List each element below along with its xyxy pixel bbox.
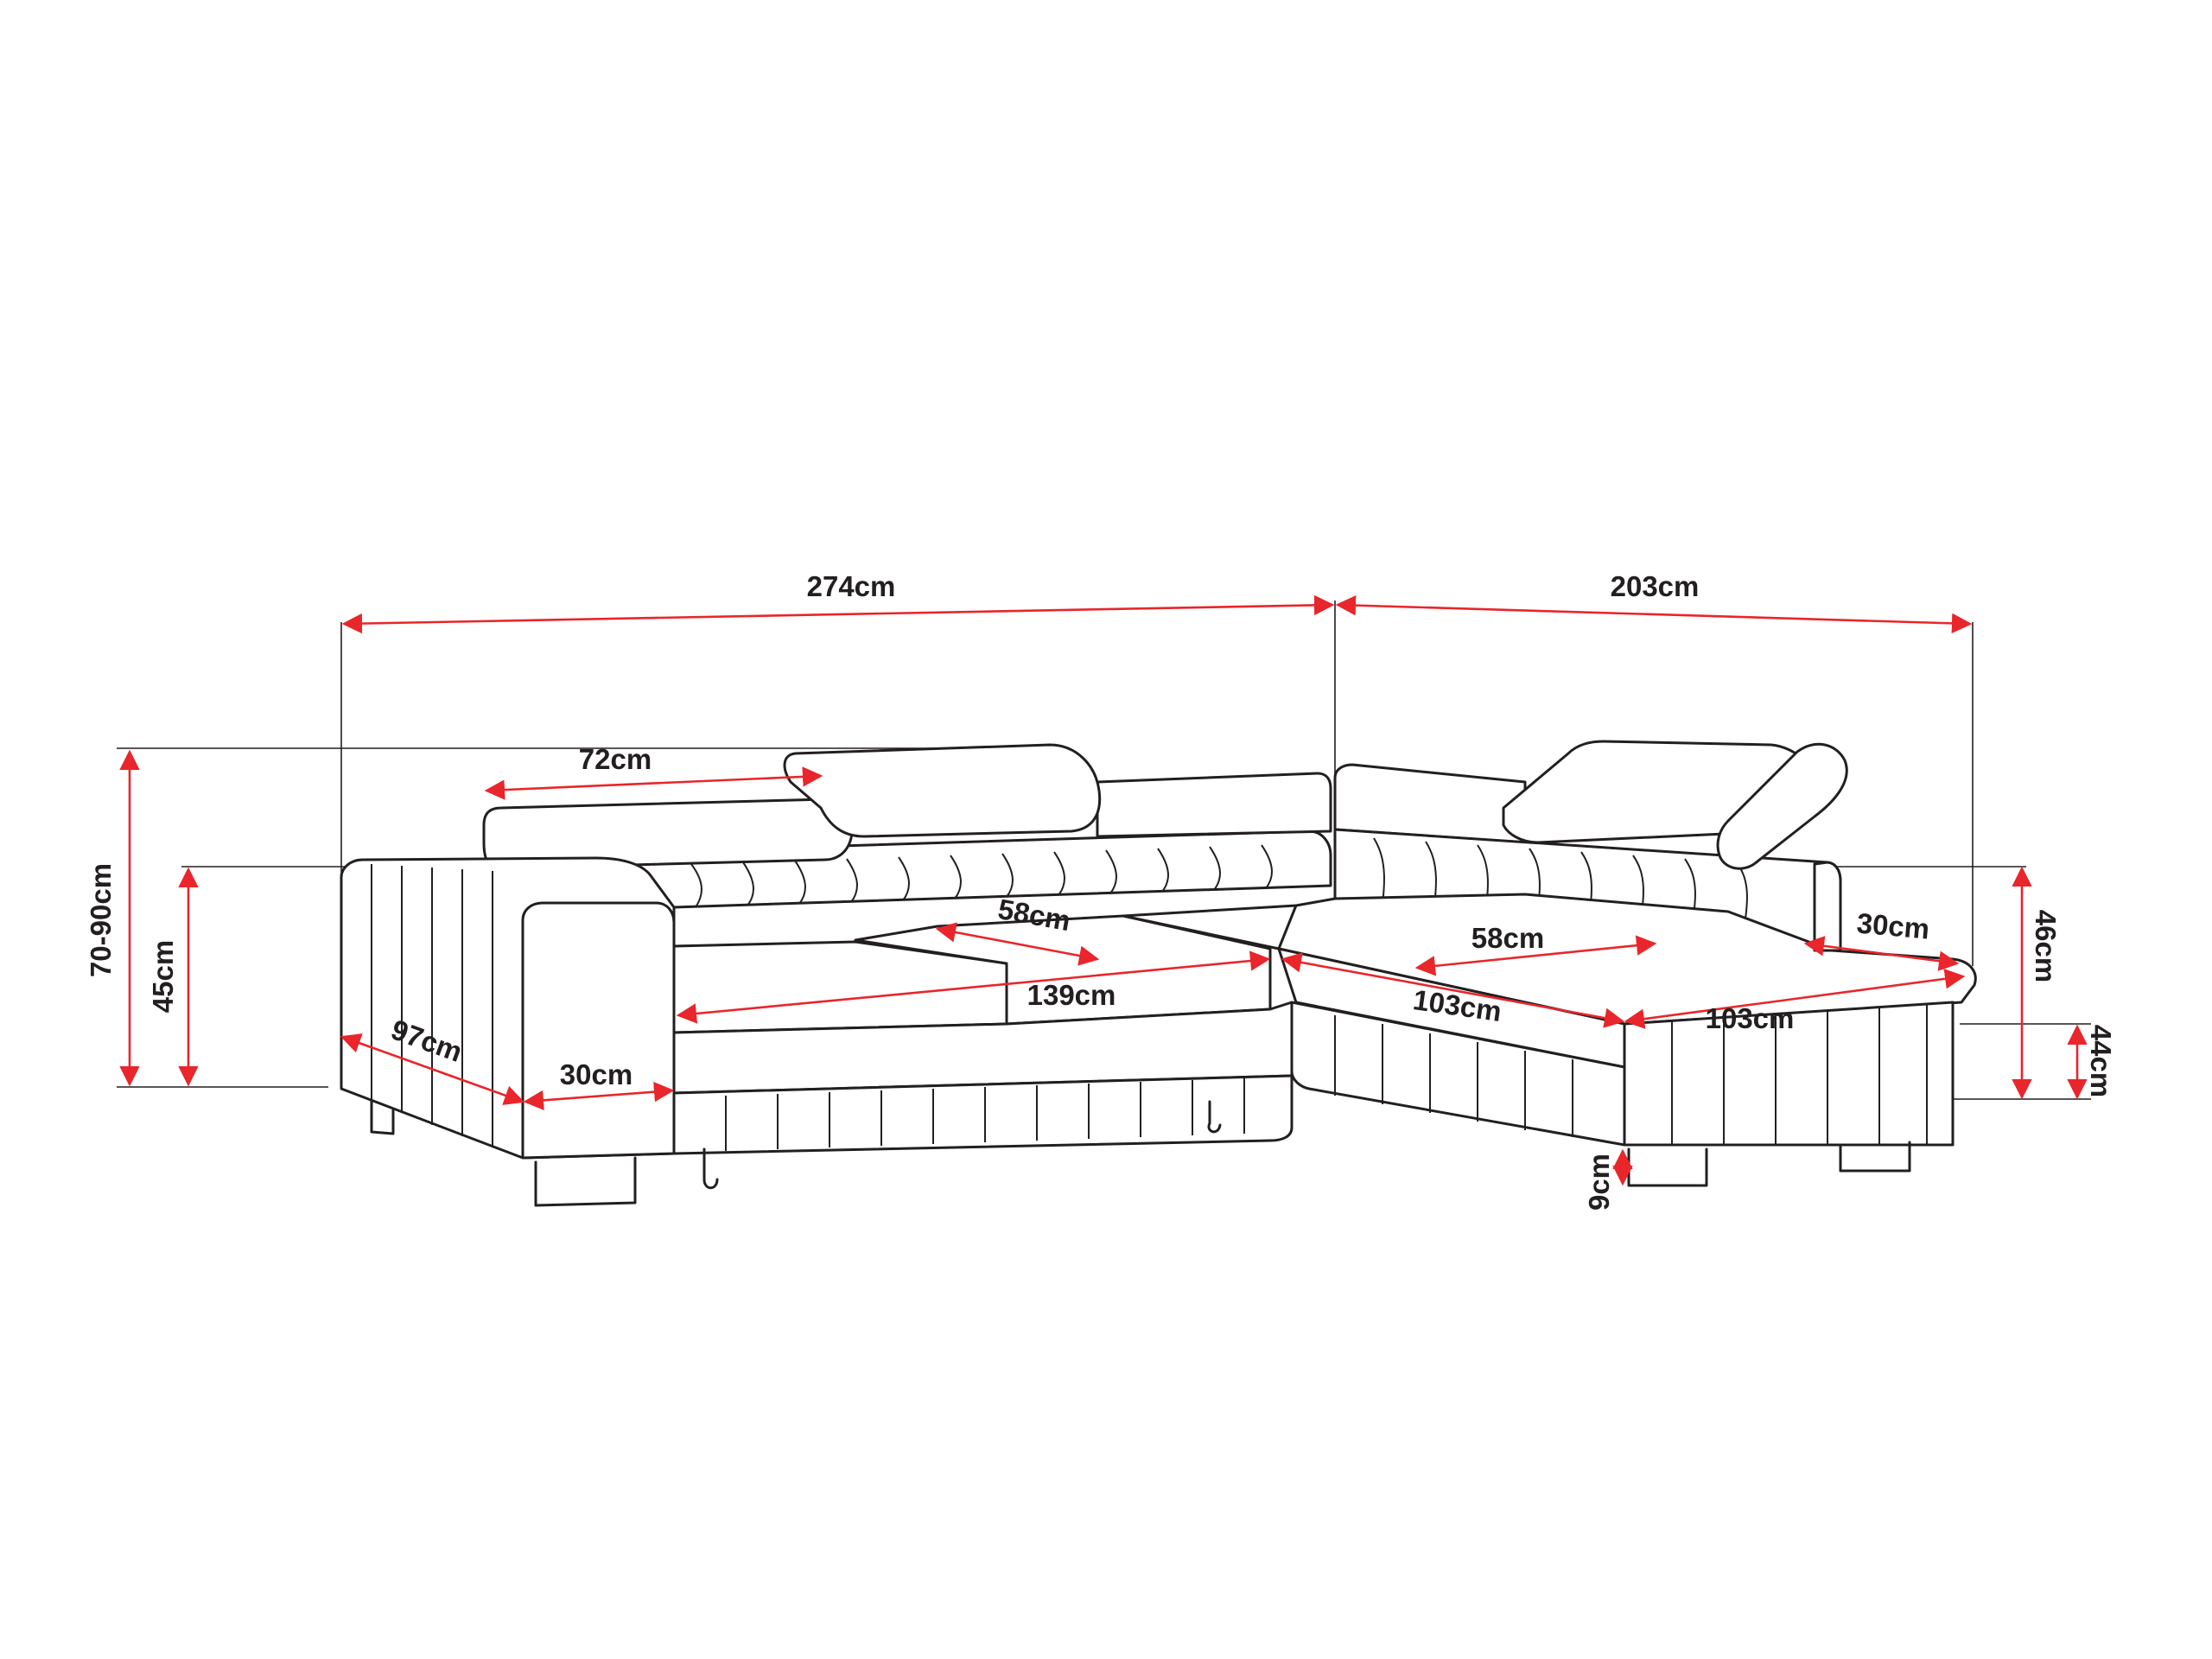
label-103-right: 103cm [1706,1002,1795,1034]
headrest-right-chaise [1716,742,1848,870]
label-58-right: 58cm [1471,922,1544,954]
dim-arrow-97 [340,1033,525,1105]
dim-arrow-103-middle [1281,952,1625,1028]
dim-arrow-30-left [523,1081,675,1111]
leg-chaise-side [1839,1141,1911,1173]
base-chaise [1290,1001,1626,1147]
label-46: 46cm [2030,910,2062,982]
base-main [672,1074,1294,1155]
label-9: 9cm [1583,1154,1615,1211]
armrest-left-front [521,901,676,1160]
label-70-90: 70-90cm [85,863,117,977]
label-139: 139cm [1027,979,1116,1011]
label-45: 45cm [147,940,179,1013]
chaise-armrest [1813,861,1842,952]
dim-arrow-274 [341,594,1335,634]
base-main-channels [725,1078,1245,1151]
label-44: 44cm [2085,1025,2117,1097]
dimension-labels: 274cm 203cm 72cm 70-90cm 45cm 97cm 30cm … [85,570,2117,1211]
leg-chaise-front [1627,1147,1708,1187]
sofa-drawing [340,740,1977,1207]
dim-arrow-103-right [1624,969,1966,1029]
pull-handle-right [1207,1100,1222,1134]
dimension-arrows [119,594,2088,1186]
dim-arrow-139 [676,950,1271,1024]
label-72: 72cm [579,743,652,775]
base-chaise-channels [1334,1004,1928,1145]
backrest-main-top [1096,772,1332,838]
headrest-left-tilted [783,743,1102,838]
label-30-left: 30cm [560,1058,632,1090]
pull-handle-left [702,1147,719,1190]
dim-arrow-203 [1335,594,1973,634]
label-274: 274cm [807,570,896,602]
dim-arrow-72 [484,766,823,800]
label-30-right: 30cm [1855,906,1930,944]
label-203: 203cm [1611,570,1700,602]
dim-arrow-30-right [1803,936,1960,971]
leg-left-front [534,1156,637,1207]
backrest-channels [690,837,1748,948]
leg-left-back [370,1100,395,1135]
